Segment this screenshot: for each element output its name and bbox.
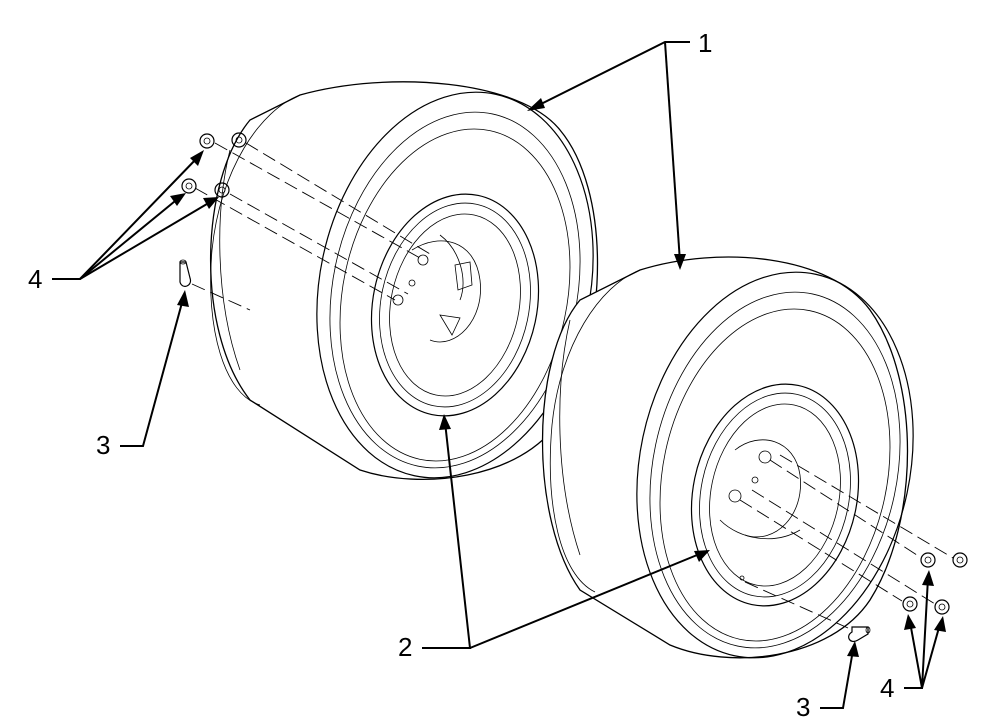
left-valve-stem [179,259,192,287]
lug-nut [952,552,968,568]
callout-3-right: 3 [796,641,859,718]
callout-4-right: 4 [880,570,946,703]
left-lug-nuts [181,132,247,198]
right-wheel [541,256,914,659]
right-hub-stud [751,476,759,484]
callout-3-left-label: 3 [96,430,110,460]
right-hub-stud [728,489,742,503]
left-hub-stud [408,279,416,287]
callout-2-label: 2 [398,632,412,662]
lug-nut [231,132,247,148]
right-stud-alignment-lines [739,454,954,629]
callout-3-left: 3 [96,290,189,460]
callout-4-left: 4 [28,150,219,294]
callout-2: 2 [398,414,710,662]
left-hub-stud [392,294,404,306]
lug-nut [199,133,215,149]
lug-nut [920,552,936,568]
right-rim [690,383,860,607]
lug-nut [214,182,230,198]
lug-nut [934,599,950,615]
left-stud-alignment-lines [191,142,431,311]
right-lug-nuts [902,552,968,615]
right-valve-stem [848,626,871,643]
lug-nut [181,178,197,194]
callout-3-right-label: 3 [796,692,810,718]
callout-4-left-label: 4 [28,264,42,294]
callout-1: 1 [527,28,712,270]
left-hub-stud [417,254,429,266]
right-tire-sidewall [636,271,914,659]
right-hub-stud [758,450,772,464]
lug-nut [902,596,918,612]
callout-1-label: 1 [698,28,712,58]
callout-4-right-label: 4 [880,673,894,703]
right-tire [541,256,909,659]
left-rim [370,193,540,417]
